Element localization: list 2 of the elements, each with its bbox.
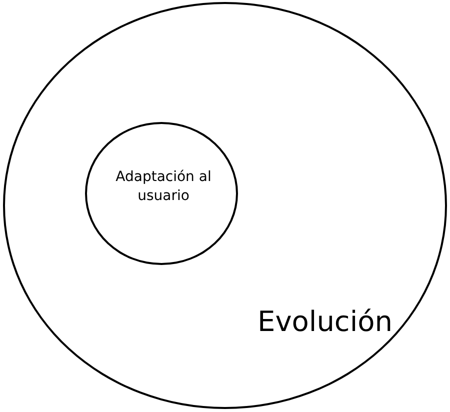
node-label: Evolución — [256, 304, 394, 339]
node-label: Adaptación al usuario — [114, 168, 212, 206]
